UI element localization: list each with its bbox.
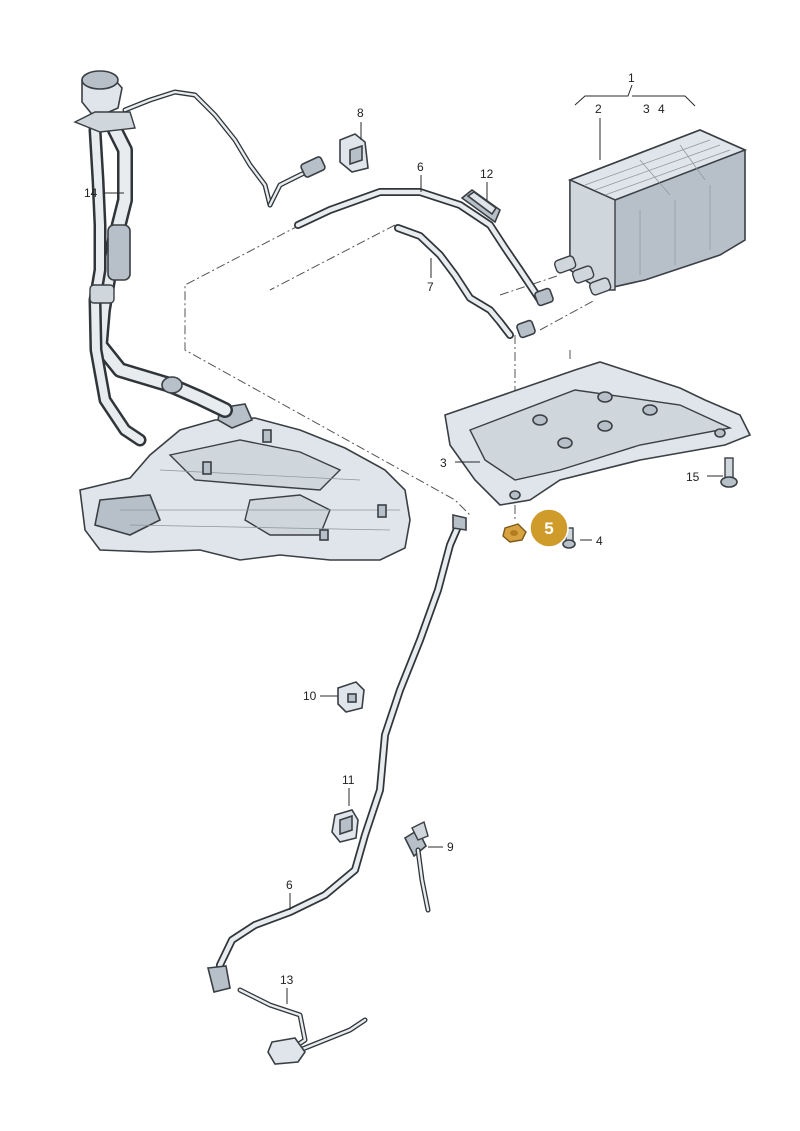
callout-12: 12 (480, 167, 494, 181)
leader-lines (103, 84, 723, 1004)
callout-4-top: 4 (658, 102, 665, 116)
callout-6-lower: 6 (286, 878, 293, 892)
heat-shield (444, 361, 752, 506)
callout-4: 4 (596, 534, 603, 548)
clip-12 (460, 188, 501, 224)
callout-14: 14 (84, 186, 98, 200)
callout-6-upper: 6 (417, 160, 424, 174)
callout-11: 11 (342, 773, 355, 787)
highlight-label: 5 (544, 519, 553, 538)
callout-10: 10 (303, 689, 317, 703)
canister-port (553, 255, 612, 296)
highlight-marker-5[interactable]: 5 (529, 508, 569, 548)
clip-10 (337, 681, 365, 713)
callout-15: 15 (686, 470, 700, 484)
bolt-15 (720, 457, 738, 488)
holder-9 (403, 820, 431, 913)
clip-11 (331, 809, 359, 843)
vent-hose-upper (294, 188, 554, 307)
vent-hose-7 (394, 224, 536, 339)
tank-stud (202, 429, 387, 541)
callout-2: 2 (595, 102, 602, 116)
filler-neck (73, 70, 326, 447)
callout-3: 3 (440, 456, 447, 470)
bolt-4 (562, 527, 576, 549)
callout-labels: 1 2 3 4 3 4 6 6 7 8 9 10 11 12 13 14 15 (84, 71, 700, 987)
callout-1: 1 (628, 71, 635, 85)
callout-9: 9 (447, 840, 454, 854)
line-13 (237, 987, 368, 1065)
bracket-8 (339, 133, 369, 173)
shield-bolt-hole (509, 391, 726, 500)
callout-8: 8 (357, 106, 364, 120)
nut-5 (502, 523, 527, 543)
fuel-tank (79, 403, 411, 561)
callout-7: 7 (427, 280, 434, 294)
callout-3-top: 3 (643, 102, 650, 116)
carbon-canister (553, 129, 748, 296)
vent-hose-lower (207, 513, 467, 993)
callout-13: 13 (280, 973, 294, 987)
highlight-circle[interactable] (529, 508, 569, 548)
